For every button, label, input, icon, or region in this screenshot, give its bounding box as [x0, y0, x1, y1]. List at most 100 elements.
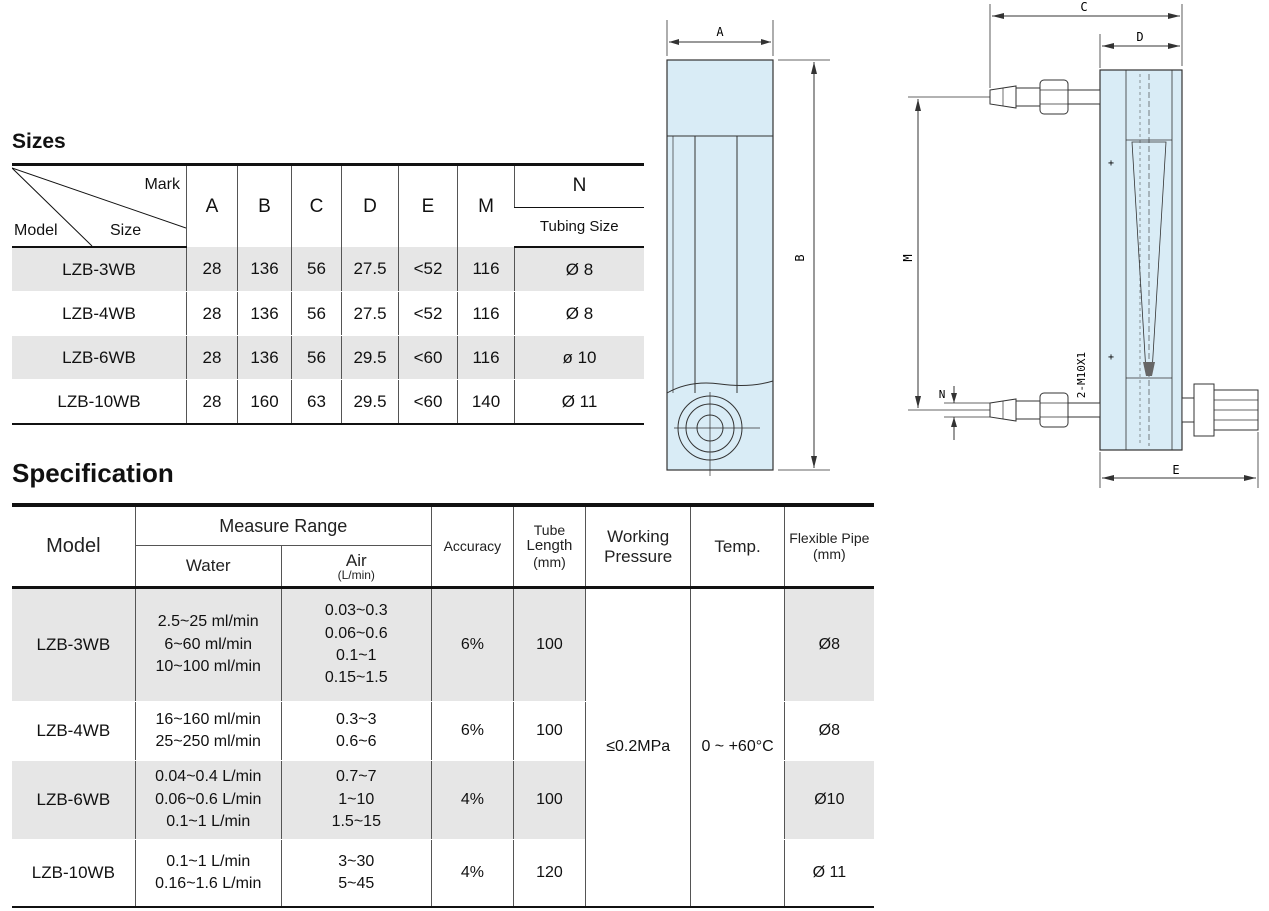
spec-cell-flexible-pipe: Ø8	[783, 701, 874, 761]
cell-e: <52	[398, 291, 458, 336]
corner-mark-label: Mark	[144, 176, 180, 193]
spec-cell-tube-length: 100	[512, 701, 586, 761]
side-view-drawing: + + C D M N 2-M10X1 E	[901, 0, 1259, 488]
cell-d: 27.5	[341, 247, 399, 292]
spec-cell-air: 0.3~3 0.6~6	[280, 701, 432, 761]
tube-length-line-1: Tube	[533, 521, 566, 538]
spec-header-tube-length: Tube Length (mm)	[512, 503, 586, 588]
dim-label-a: A	[716, 25, 724, 39]
spec-cell-flexible-pipe: Ø 11	[783, 839, 874, 908]
table-row: LZB-10WB 28 160 63 29.5 <60 140 Ø 11	[12, 379, 644, 425]
flexible-pipe-line-1: Flexible Pipe	[789, 530, 870, 547]
spec-cell-flexible-pipe: Ø10	[783, 760, 874, 840]
working-pressure-line-1: Working	[607, 526, 670, 546]
spec-cell-water: 16~160 ml/min 25~250 ml/min	[134, 701, 282, 761]
spec-cell-model: LZB-3WB	[12, 587, 136, 702]
col-header-d: D	[341, 163, 399, 247]
cell-c: 56	[291, 247, 342, 292]
cell-m: 140	[457, 379, 515, 425]
cell-c: 56	[291, 335, 342, 380]
water-range: 0.04~0.4 L/min	[155, 768, 262, 786]
cell-n: Ø 8	[514, 247, 644, 292]
cell-b: 136	[237, 247, 292, 292]
flexible-pipe-line-2: (mm)	[813, 545, 846, 562]
spec-header-water: Water	[134, 545, 282, 588]
table-row: LZB-6WB 0.04~0.4 L/min 0.06~0.6 L/min 0.…	[12, 760, 874, 840]
cell-e: <52	[398, 247, 458, 292]
sizes-table: Mark Model Size A B C D E M N Tubing Siz…	[12, 163, 644, 425]
spec-cell-flexible-pipe: Ø8	[783, 587, 874, 702]
cell-model: LZB-4WB	[12, 291, 187, 336]
cell-c: 56	[291, 291, 342, 336]
front-view-drawing: A B	[666, 20, 830, 476]
water-range: 10~100 ml/min	[155, 658, 261, 676]
col-header-n: N	[514, 163, 644, 208]
air-range: 3~30	[338, 852, 375, 870]
table-row: LZB-3WB 2.5~25 ml/min 6~60 ml/min 10~100…	[12, 587, 874, 908]
cell-c: 63	[291, 379, 342, 425]
cell-n: Ø 8	[514, 291, 644, 336]
spec-cell-tube-length: 120	[512, 839, 586, 908]
table-row: LZB-10WB 0.1~1 L/min 0.16~1.6 L/min 3~30…	[12, 839, 874, 908]
dim-label-e: E	[1172, 463, 1179, 477]
corner-model-label: Model	[14, 222, 58, 239]
water-range: 16~160 ml/min	[155, 710, 261, 728]
table-row: LZB-4WB 28 136 56 27.5 <52 116 Ø 8	[12, 291, 644, 336]
thread-label: 2-M10X1	[1075, 352, 1088, 398]
spec-cell-accuracy: 4%	[430, 839, 514, 908]
cell-model: LZB-10WB	[12, 379, 187, 425]
spec-cell-working-pressure: ≤0.2MPa	[584, 587, 691, 908]
cell-m: 116	[457, 291, 515, 336]
table-row: LZB-3WB 28 136 56 27.5 <52 116 Ø 8	[12, 247, 644, 292]
air-label: Air	[345, 550, 367, 570]
water-range: 0.16~1.6 L/min	[155, 875, 262, 892]
water-range: 0.1~1 L/min	[166, 813, 251, 831]
water-range: 0.1~1 L/min	[166, 852, 251, 870]
spec-cell-model: LZB-6WB	[12, 760, 136, 840]
corner-diagonals	[12, 167, 186, 246]
water-range: 0.06~0.6 L/min	[155, 790, 262, 808]
spec-cell-model: LZB-4WB	[12, 701, 136, 761]
col-header-e: E	[398, 163, 458, 247]
spec-cell-accuracy: 6%	[430, 587, 514, 702]
air-range: 5~45	[338, 875, 375, 892]
col-header-c: C	[291, 163, 342, 247]
cell-a: 28	[186, 379, 238, 425]
spec-cell-air: 3~30 5~45	[280, 839, 432, 908]
spec-cell-accuracy: 6%	[430, 701, 514, 761]
air-unit-label: (L/min)	[337, 567, 375, 582]
col-header-a: A	[186, 163, 238, 247]
specification-title: Specification	[12, 458, 174, 488]
col-header-b: B	[237, 163, 292, 247]
corner-size-label: Size	[110, 222, 142, 239]
water-range: 6~60 ml/min	[164, 635, 253, 653]
specification-table: Model Measure Range Accuracy Tube Length…	[12, 503, 874, 908]
cell-b: 160	[237, 379, 292, 425]
cell-e: <60	[398, 379, 458, 425]
tube-length-line-2: Length	[526, 537, 573, 555]
cell-b: 136	[237, 291, 292, 336]
air-range: 0.7~7	[336, 768, 377, 786]
corner-header: Mark Model Size	[12, 163, 187, 248]
dim-label-b: B	[793, 254, 807, 261]
dim-label-m: M	[901, 254, 915, 261]
spec-cell-tube-length: 100	[512, 760, 586, 840]
table-row: LZB-6WB 28 136 56 29.5 <60 116 ø 10	[12, 335, 644, 380]
cell-m: 116	[457, 335, 515, 380]
cell-n: Ø 11	[514, 379, 644, 425]
spec-cell-water: 0.1~1 L/min 0.16~1.6 L/min	[134, 839, 282, 908]
cell-model: LZB-3WB	[12, 247, 187, 292]
spec-cell-tube-length: 100	[512, 587, 586, 702]
sizes-title: Sizes	[12, 130, 66, 153]
air-range: 0.15~1.5	[324, 669, 388, 687]
spec-header-working-pressure: Working Pressure	[584, 503, 691, 588]
cell-d: 27.5	[341, 291, 399, 336]
cell-model: LZB-6WB	[12, 335, 187, 380]
spec-header-accuracy: Accuracy	[430, 503, 514, 588]
spec-header-measure-range: Measure Range	[134, 503, 432, 546]
col-header-tubing-size: Tubing Size	[514, 207, 644, 248]
air-range: 0.06~0.6	[324, 624, 388, 642]
air-range: 1~10	[338, 790, 375, 808]
svg-text:+: +	[1108, 158, 1114, 169]
cell-a: 28	[186, 291, 238, 336]
